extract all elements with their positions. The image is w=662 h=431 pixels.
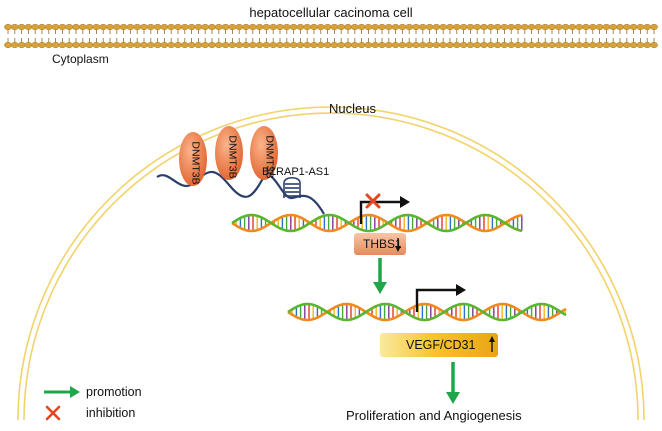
- outcome-label: Proliferation and Angiogenesis: [346, 408, 522, 423]
- tss-arrow-thbs1: [359, 196, 410, 224]
- cytoplasm-label: Cytoplasm: [52, 52, 109, 66]
- cell-title: hepatocellular cacinoma cell: [249, 5, 413, 20]
- vegf-gene-dna: [287, 302, 567, 322]
- legend-inhibition-label: inhibition: [86, 406, 136, 420]
- legend-inhibition-cross-icon: [45, 405, 61, 421]
- legend-promotion-arrow-icon: [44, 386, 80, 398]
- promotion-arrow-2: [446, 362, 460, 404]
- cell-membrane: [4, 23, 658, 49]
- dnmt3b-label: DNMT3B: [226, 135, 239, 179]
- dnmt3b-label: DNMT3B: [189, 141, 202, 185]
- legend-promotion-label: promotion: [86, 385, 142, 399]
- promotion-arrow-1: [373, 258, 387, 294]
- nuclear-envelope: [17, 106, 645, 421]
- dnmt3b-protein: [179, 132, 207, 186]
- vegf-label: VEGF/CD31: [406, 338, 476, 352]
- tss-arrow-vegf: [415, 284, 466, 312]
- dnmt3b-label: DNMT3B: [263, 135, 276, 179]
- thbs1-down-arrow-icon: [395, 238, 401, 252]
- lncrna-stem-loop: [283, 176, 301, 198]
- nucleus-label: Nucleus: [329, 101, 376, 116]
- thbs1-label: THBS1: [363, 237, 402, 251]
- dnmt3b-group: [179, 126, 278, 186]
- lncrna-label: BZRAP1-AS1: [262, 166, 330, 178]
- dnmt3b-protein: [215, 126, 243, 180]
- vegf-up-arrow-icon: [489, 336, 495, 352]
- thbs1-gene-dna: [231, 213, 523, 233]
- dnmt3b-protein: [250, 126, 278, 180]
- thbs1-box: [354, 233, 406, 255]
- vegf-box: [380, 333, 498, 357]
- lncrna-strand: [156, 170, 325, 215]
- inhibition-cross-icon: [365, 193, 381, 209]
